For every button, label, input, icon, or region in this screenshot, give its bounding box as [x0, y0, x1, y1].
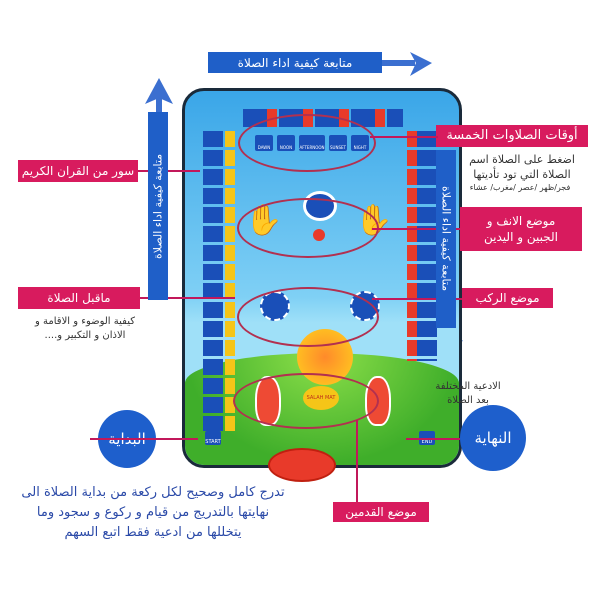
- quran-label: سور من القران الكريم: [18, 160, 138, 182]
- nose-hands-label: موضع الانف و الجبين و اليدين: [460, 207, 582, 251]
- arrow-up-icon: [145, 78, 173, 114]
- duas-after-note: الادعية المختلفة بعد الصلاة: [435, 381, 501, 406]
- five-prayers-label: أوقات الصلاوات الخمسة: [436, 125, 588, 147]
- connector-line: [372, 298, 462, 300]
- connector-line: [90, 438, 198, 440]
- prayer-mat: DAWN NOON AFTERNOON SUNSET NIGHT ✋ ✋ SAL…: [182, 88, 462, 468]
- feet-label: موضع القدمين: [333, 502, 429, 522]
- connector-line: [372, 228, 460, 230]
- five-prayers-note-3: فجر/ظهر /عصر /مغرب/ عشاء: [469, 183, 571, 192]
- right-tile-column-2: [407, 131, 417, 361]
- before-prayer-label: ماقبل الصلاة: [18, 287, 140, 309]
- right-direction-label: متابعة كيفية اداء الصلاة: [436, 150, 456, 328]
- five-prayers-note-1: اضغط على الصلاة اسم: [469, 153, 575, 166]
- connector-line: [140, 297, 235, 299]
- before-prayer-note: كيفية الوضوء و الاقامة و الاذان و التكبي…: [35, 316, 135, 341]
- left-direction-label: متابعة كيفية اداء الصلاة: [148, 112, 168, 300]
- end-circle: النهاية: [460, 405, 526, 471]
- start-button[interactable]: START: [205, 431, 221, 445]
- knees-highlight: [237, 287, 379, 347]
- connector-line: [356, 420, 358, 502]
- five-prayers-note-2: الصلاة التي تود تأديتها: [473, 168, 571, 181]
- connector-line: [370, 136, 438, 138]
- connector-line: [138, 170, 200, 172]
- prayer-times-highlight: [238, 114, 376, 172]
- left-tile-column: [203, 131, 223, 431]
- sound-box[interactable]: [268, 448, 336, 482]
- knees-label: موضع الركب: [462, 288, 553, 308]
- arrow-right-icon: [380, 52, 432, 76]
- description-text: تدرج كامل وصحيح لكل ركعة من بداية الصلاة…: [21, 485, 285, 541]
- right-tile-column: [417, 131, 437, 361]
- left-tile-column-2: [225, 131, 235, 431]
- hands-highlight: [237, 198, 379, 258]
- top-direction-label: متابعة كيفية اداء الصلاة: [208, 52, 382, 73]
- connector-line: [406, 438, 460, 440]
- feet-highlight: [233, 373, 379, 429]
